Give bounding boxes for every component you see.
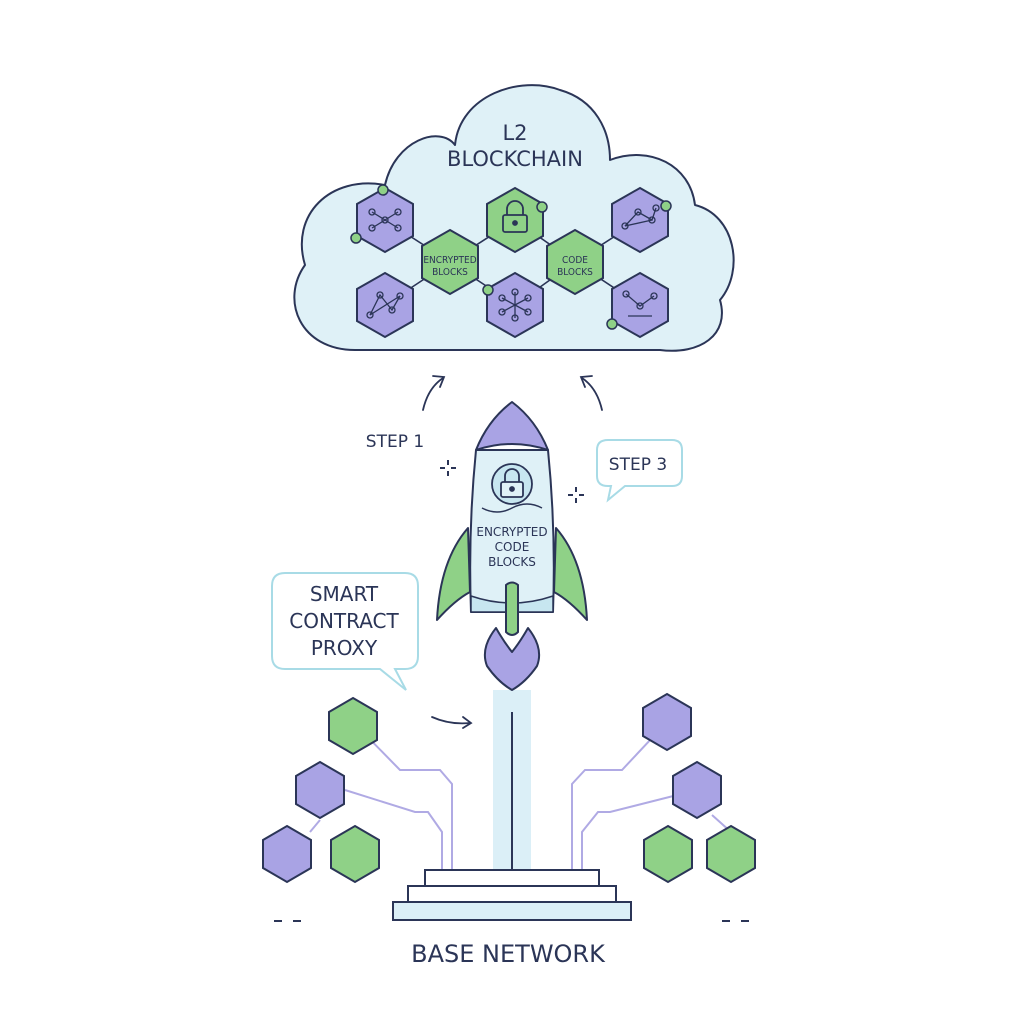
step-3-label: STEP 3 (609, 455, 667, 475)
lock-icon (502, 200, 528, 233)
rocket: ENCRYPTED CODE BLOCKS (436, 401, 588, 691)
ground-node-right-green-left (643, 824, 693, 884)
ground-node-right-purple-top (642, 692, 692, 752)
arrow-left-icon (422, 375, 446, 411)
l2-cloud: L2 BLOCKCHAIN (293, 84, 735, 352)
base-network-label: BASE NETWORK (411, 940, 606, 968)
smart-line2: CONTRACT (289, 609, 399, 633)
launch-beam (493, 690, 531, 870)
network-icon (622, 290, 658, 317)
upload-arrows (422, 375, 603, 729)
rocket-text-line2: CODE (495, 540, 530, 554)
rocket-text-line3: BLOCKS (488, 555, 536, 569)
ground-node-left-green-top (328, 696, 378, 756)
step-1-label: STEP 1 (366, 432, 424, 452)
encrypted-blocks-node: ENCRYPTED BLOCKS (421, 228, 479, 296)
network-node-bottom-right (606, 271, 669, 339)
sparkle-icon-left (440, 460, 456, 476)
rocket-lock-icon (491, 463, 533, 505)
ground-node-right-green-right (706, 824, 756, 884)
code-blocks-line2: BLOCKS (557, 267, 593, 278)
cloud-title-line1: L2 (502, 121, 527, 145)
network-icon (621, 204, 660, 230)
encrypted-blocks-line1: ENCRYPTED (423, 255, 476, 266)
network-node-bottom-center (482, 271, 544, 339)
code-blocks-node: CODE BLOCKS (546, 228, 604, 296)
ground-nodes (262, 692, 756, 884)
network-icon (366, 291, 404, 319)
code-blocks-line1: CODE (562, 255, 588, 266)
cloud-title-line2: BLOCKCHAIN (447, 147, 583, 171)
launch-pad (392, 869, 632, 921)
sparkle-icon-right (568, 487, 584, 503)
arrow-proxy-icon (431, 716, 473, 729)
ground-links (309, 721, 732, 870)
sparkle-icons (440, 460, 584, 503)
network-node-top-left (350, 184, 414, 254)
smart-line1: SMART (310, 582, 379, 606)
network-icon (368, 208, 402, 232)
step-3-bubble: STEP 3 (596, 439, 683, 503)
rocket-fin-left (436, 527, 471, 621)
rocket-text-line1: ENCRYPTED (476, 525, 547, 539)
rocket-flame (483, 627, 541, 691)
rocket-wave (481, 503, 543, 513)
rocket-fin-center (505, 581, 519, 636)
smart-contract-proxy-bubble: SMART CONTRACT PROXY (271, 572, 419, 691)
ground-node-left-purple-bottom (262, 824, 312, 884)
ground-node-right-purple-mid (672, 760, 722, 820)
smart-line3: PROXY (311, 636, 378, 660)
rocket-fin-right (553, 527, 588, 621)
ground-node-left-purple-mid (295, 760, 345, 820)
arrow-right-icon (579, 375, 603, 411)
encrypted-blocks-line2: BLOCKS (432, 267, 468, 278)
lock-node (486, 186, 548, 254)
rocket-nose (475, 401, 549, 451)
ground-node-left-green-bottom (330, 824, 380, 884)
network-node-bottom-left (356, 271, 414, 339)
network-node-top-right (611, 186, 672, 254)
network-icon (498, 288, 532, 322)
